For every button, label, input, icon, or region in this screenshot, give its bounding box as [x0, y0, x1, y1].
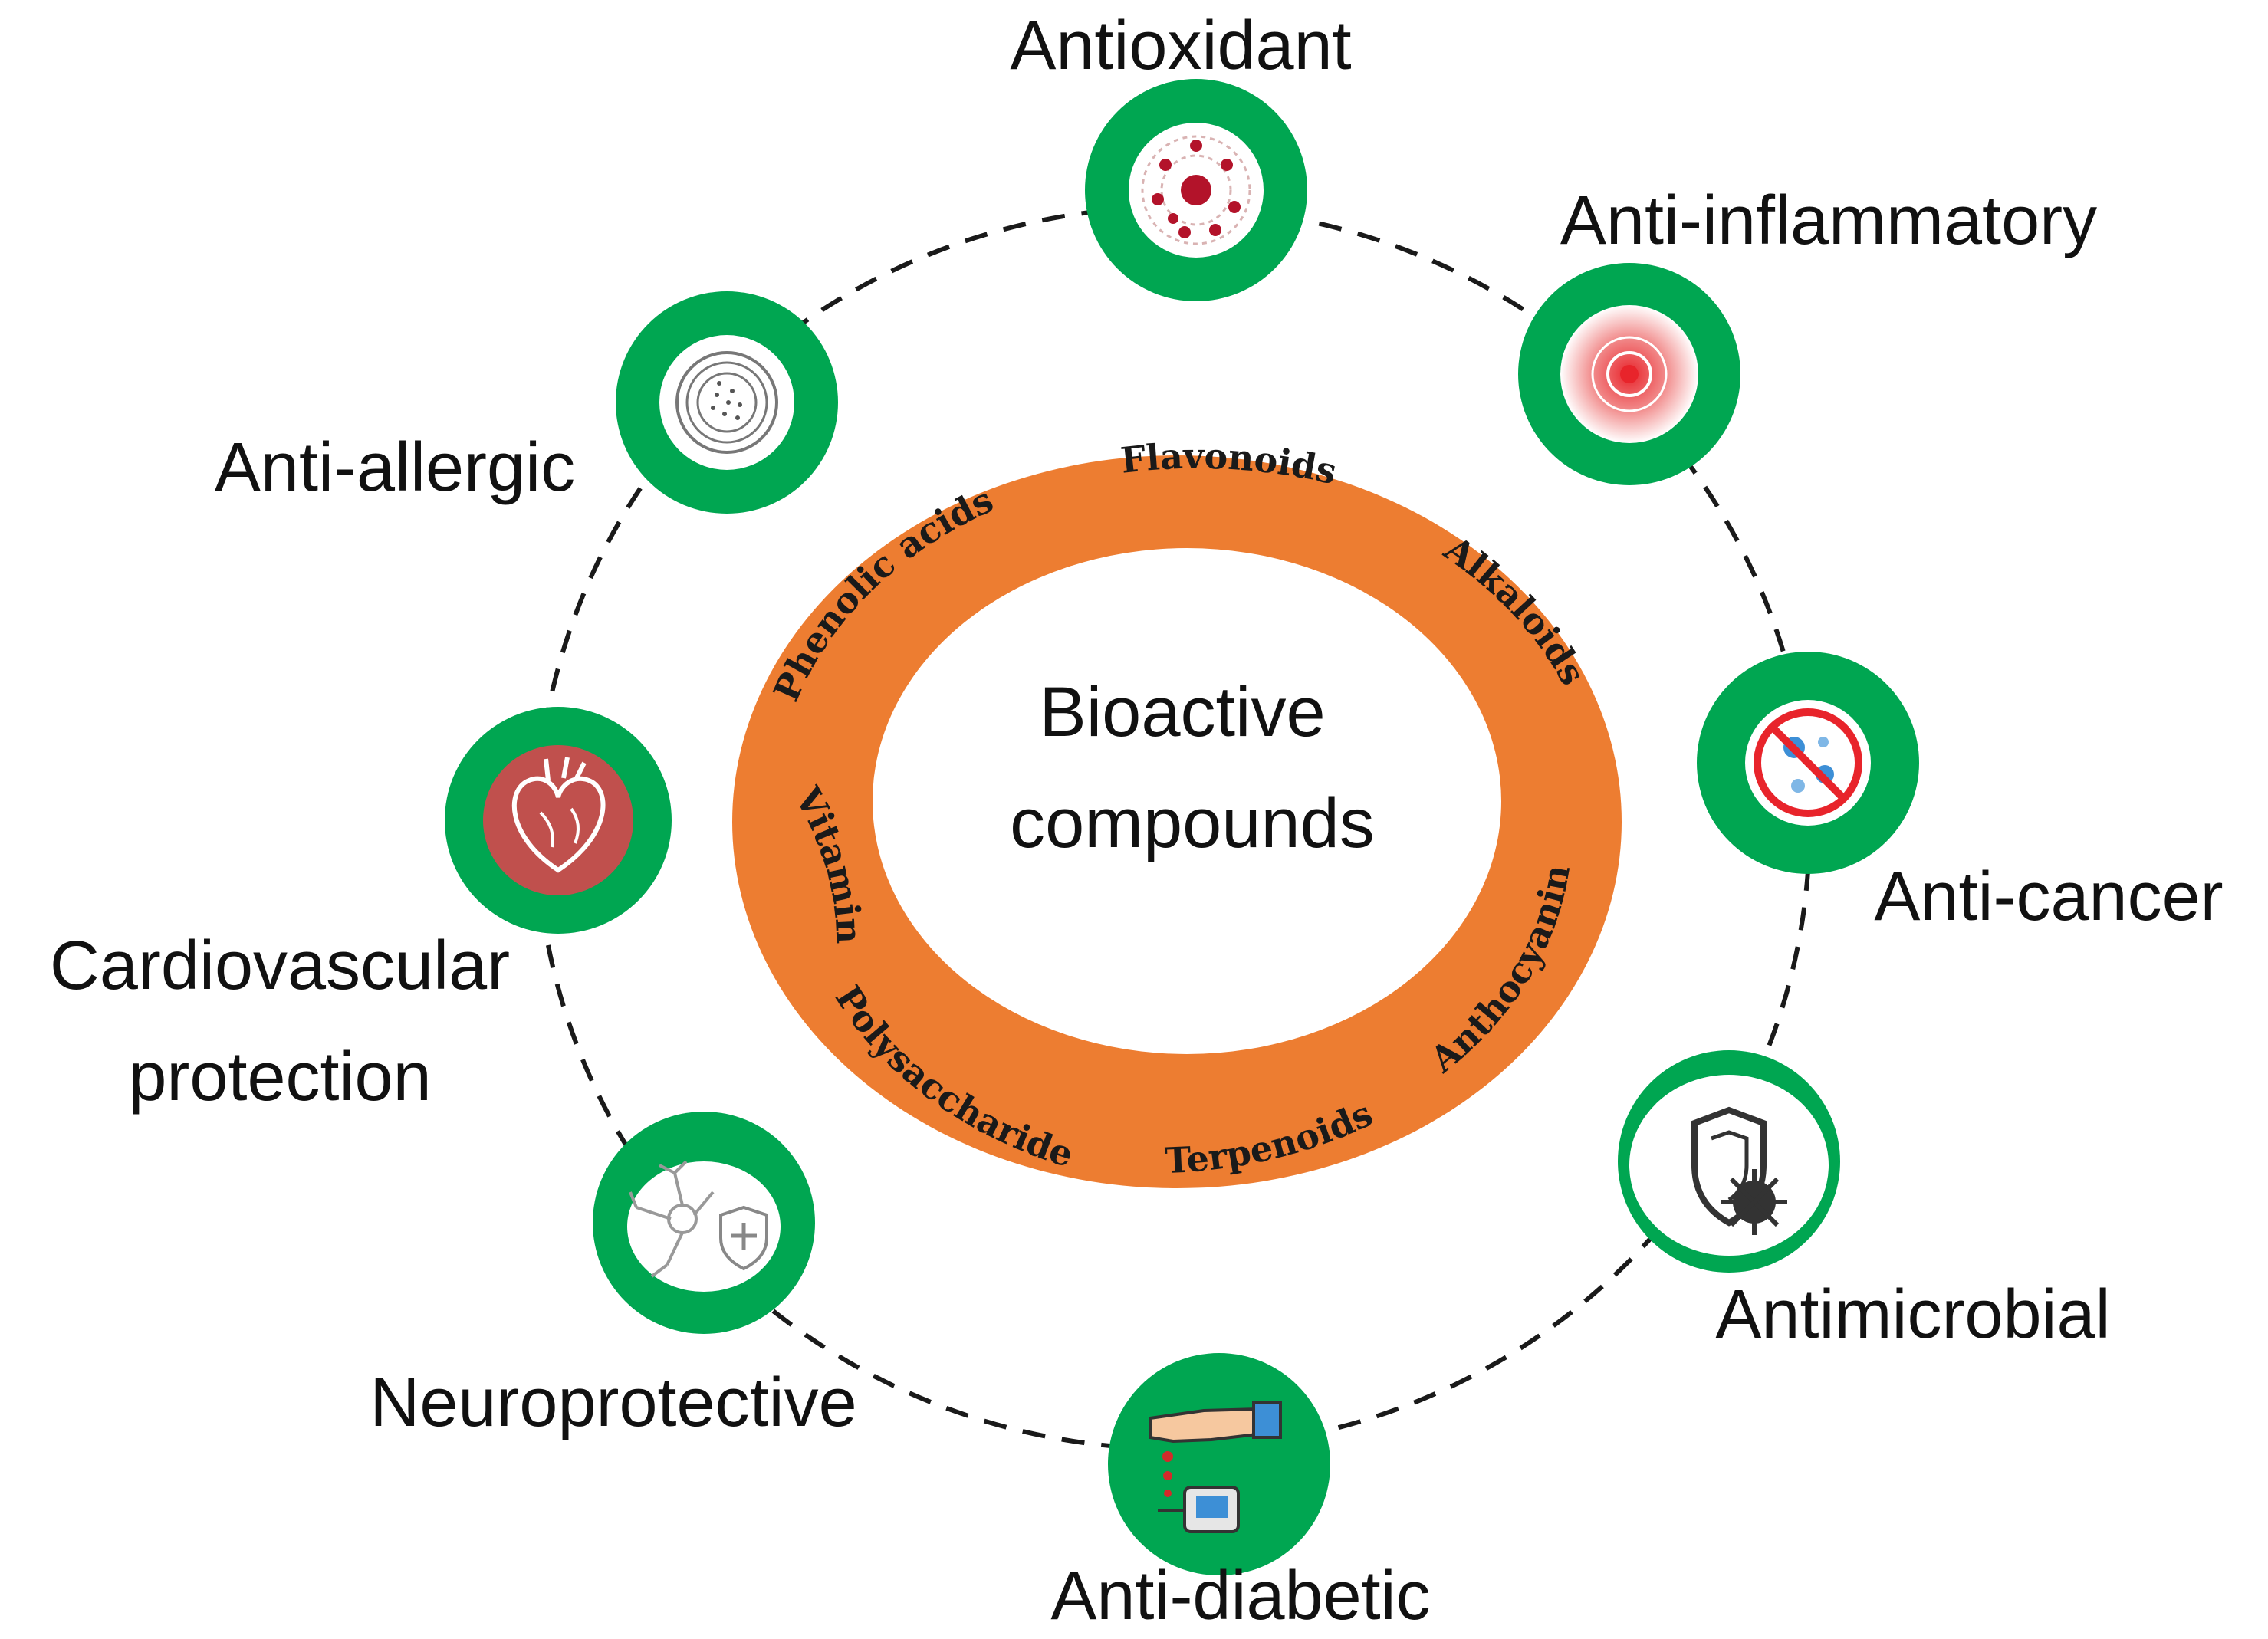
node-anti-cancer — [1697, 652, 1919, 874]
node-antimicrobial — [1618, 1050, 1840, 1273]
neuron-shield-icon — [627, 1160, 781, 1292]
node-anti-allergic — [616, 291, 838, 514]
node-anti-diabetic — [1108, 1353, 1330, 1575]
node-cardiovascular — [445, 707, 672, 934]
label-anti-inflammatory: Anti-inflammatory — [1560, 182, 2097, 259]
label-anti-diabetic: Anti-diabetic — [1050, 1558, 1430, 1634]
atom-icon — [1129, 123, 1264, 258]
pollen-icon — [659, 335, 794, 470]
label-cardiovascular-line2: protection — [128, 1039, 431, 1115]
node-antioxidant — [1085, 79, 1307, 301]
label-neuroprotective: Neuroprotective — [370, 1365, 856, 1441]
node-anti-inflammatory — [1518, 263, 1740, 485]
center-title-line1: Bioactive — [1039, 673, 1325, 751]
label-anti-cancer: Anti-cancer — [1874, 859, 2223, 935]
glucose-meter-icon — [1149, 1401, 1282, 1533]
heart-icon — [511, 757, 606, 873]
label-cardiovascular-line1: Cardiovascular — [50, 928, 510, 1004]
label-antimicrobial: Antimicrobial — [1715, 1276, 2110, 1353]
shield-virus-icon — [1691, 1106, 1787, 1235]
no-cancer-cell-icon — [1745, 700, 1871, 826]
label-anti-allergic: Anti-allergic — [215, 429, 575, 506]
center-hole — [873, 548, 1501, 1054]
label-antioxidant: Antioxidant — [1010, 8, 1351, 84]
node-neuroprotective — [593, 1112, 815, 1334]
center-title-line2: compounds — [1010, 784, 1375, 862]
